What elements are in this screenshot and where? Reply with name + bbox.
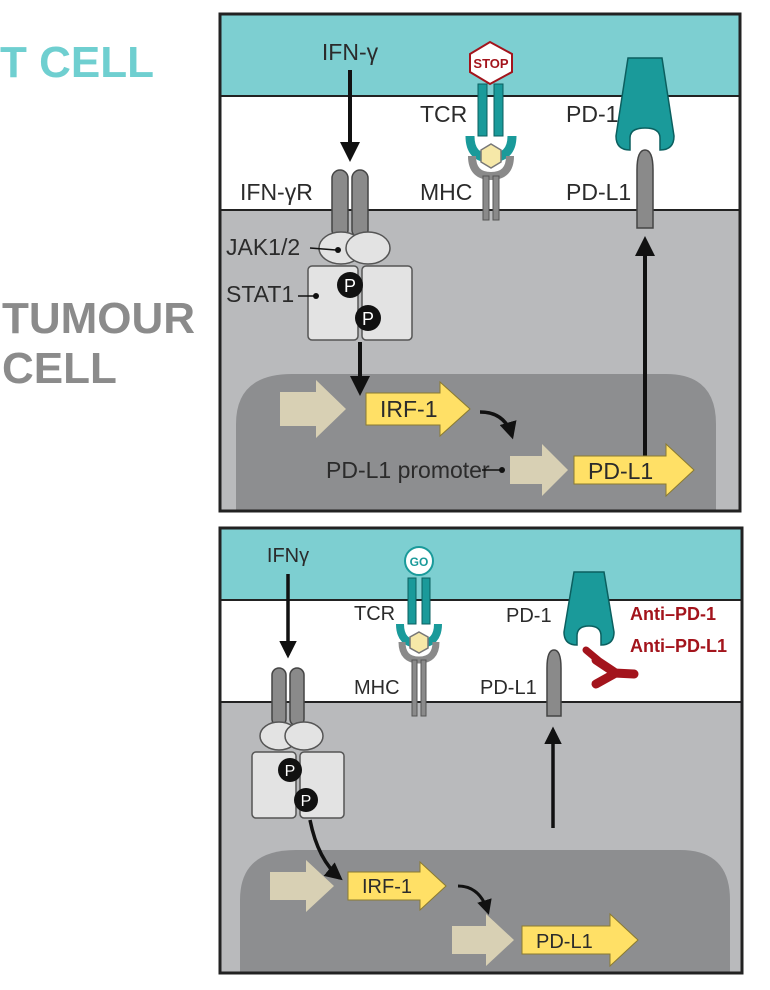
go-label: GO [410,555,429,569]
ifn-receptor-right-chain-top [351,169,369,239]
panel-bottom-frame [218,526,744,975]
jak-oval-right-top [345,231,391,265]
ifn-receptor-right-chain-bottom [289,667,305,727]
mhc-cup-bottom [398,641,440,664]
panel-top-frame [218,12,742,513]
stop-label: STOP [473,56,508,71]
stat1-to-irf1-arrow-bottom [308,819,343,881]
pdl1-promoter-arrow-top [510,444,568,496]
mhc-cup-top [468,155,514,181]
go-badge [404,546,434,576]
pdl1-ligand-bottom [546,649,562,717]
phosphate-2-top [355,305,381,331]
pdl1-gene-arrow-bottom [521,912,639,968]
jak-oval-right-bottom [284,721,324,751]
ifn-receptor-left-chain-bottom [271,667,287,727]
ifn-gamma-label-top: IFN-γ [322,39,379,65]
phosphate-2-label-bottom: P [301,793,312,810]
phosphate-1-label-bottom: P [285,763,296,780]
pd1-receptor-top [615,57,675,151]
stat1-label-top: STAT1 [226,281,294,307]
pdl1-gene-arrow-top [573,442,695,498]
irf1-activation-arrow-bottom [457,884,492,915]
pd1-receptor-bottom [563,571,615,646]
pd1-label-bottom: PD-1 [506,605,552,627]
stop-sign [469,40,513,86]
panel-top: IFN-γ IFN-γR JAK1/2 STAT1 P P STOP TCR [218,12,742,513]
tumour-cell-label: TUMOUR CELL [2,294,195,394]
irf1-promoter-arrow-top [280,380,346,438]
pdl1-promoter-label-top: PD-L1 promoter [326,457,490,483]
phosphate-2-bottom [294,788,318,812]
irf1-label-bottom: IRF-1 [362,876,412,898]
tcr-label-top: TCR [420,101,467,127]
tumour-cell-label-line1: TUMOUR [2,294,196,343]
pdl1-label-top: PD-L1 [566,179,631,205]
pd1-label-top: PD-1 [566,101,618,127]
tumour-cell-label-line2: CELL [2,344,117,393]
pdl1-gene-label-bottom: PD-L1 [536,931,593,953]
tcr-label-bottom: TCR [354,603,395,625]
anti-pdl1-label: Anti–PD-L1 [630,636,727,656]
pdl1-gene-label-top: PD-L1 [588,458,653,484]
pdl1-promoter-arrow-bottom [452,914,514,966]
antigen-peptide-bottom [409,631,429,654]
pdl1-ligand-top [636,149,654,229]
panel-bottom: IFNγ P P GO TCR MHC PD-1 PD-L1 [218,526,744,975]
phosphate-1-top [337,272,363,298]
anti-pd1-label: Anti–PD-1 [630,604,716,624]
irf1-activation-arrow-top [479,410,517,440]
t-cell-membrane-bottom [220,528,742,600]
t-cell-label: T CELL [0,38,154,87]
irf1-label-top: IRF-1 [380,396,438,422]
antibody-icon [582,646,639,689]
pdl1-label-bottom: PD-L1 [480,677,537,699]
mhc-label-top: MHC [420,179,472,205]
phosphate-1-bottom [278,758,302,782]
ifn-receptor-label-top: IFN-γR [240,179,313,205]
antigen-peptide-top [480,143,502,169]
ifn-gamma-label-bottom: IFNγ [267,545,309,567]
phosphate-2-label-top: P [362,309,374,329]
irf1-gene-arrow-bottom [347,860,447,912]
irf1-promoter-arrow-bottom [270,860,334,912]
irf1-gene-arrow-top [365,380,471,438]
mhc-label-bottom: MHC [354,677,400,699]
ifn-receptor-left-chain-top [331,169,349,239]
phosphate-1-label-top: P [344,276,356,296]
jak-label-top: JAK1/2 [226,234,300,260]
